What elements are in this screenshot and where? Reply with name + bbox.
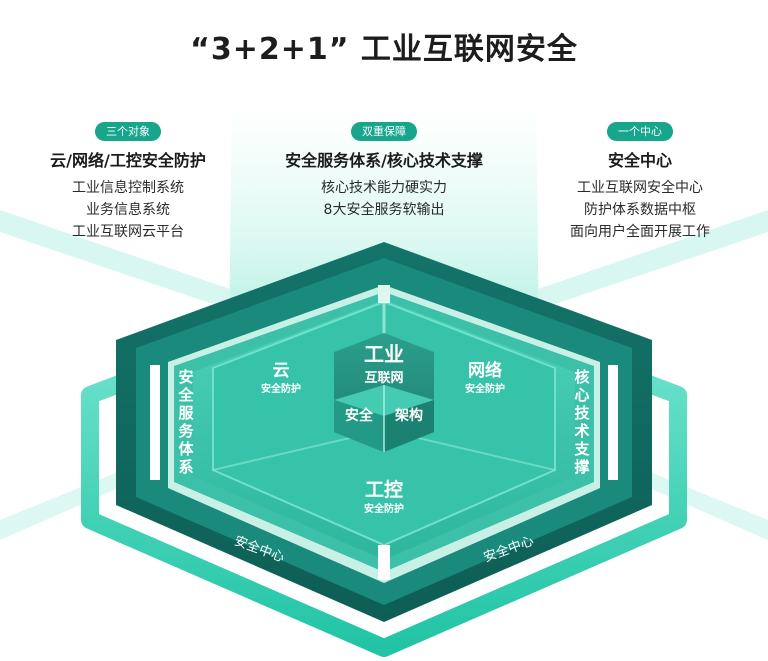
right-wall-char: 撑: [574, 458, 589, 476]
center-b-label: 架构: [394, 407, 423, 424]
cloud-sub-label: 安全防护: [261, 382, 301, 395]
column-line: 业务信息系统: [86, 202, 170, 218]
center-a-label: 安全: [345, 407, 374, 424]
left-wall-char: 服: [178, 404, 194, 422]
column-center: 一个中心 安全中心 工业互联网安全中心 防护体系数据中枢 面向用户全面开展工作: [512, 120, 768, 243]
tag-badge: 一个中心: [607, 122, 673, 141]
column-objects: 三个对象 云/网络/工控安全防护 工业信息控制系统 业务信息系统 工业互联网云平…: [0, 120, 256, 243]
column-line: 8大安全服务软输出: [323, 202, 445, 218]
column-line: 工业信息控制系统: [72, 180, 184, 196]
column-heading: 安全服务体系/核心技术支撑: [285, 151, 483, 170]
column-heading: 安全中心: [607, 151, 672, 170]
left-wall-char: 全: [177, 386, 194, 404]
tag-badge: 双重保障: [351, 122, 417, 141]
column-heading: 云/网络/工控安全防护: [50, 151, 206, 170]
right-wall-char: 核: [574, 368, 589, 386]
left-wall-char: 务: [178, 422, 194, 440]
right-wall-char: 心: [574, 386, 589, 404]
network-label: 网络: [468, 360, 502, 381]
network-sub-label: 安全防护: [465, 382, 505, 395]
left-wall-char: 系: [178, 458, 193, 476]
ics-sub-label: 安全防护: [364, 502, 404, 515]
outer-ring: [81, 276, 687, 657]
page-title: “3+2+1” 工业互联网安全: [190, 32, 578, 67]
right-wall-char: 技: [574, 404, 590, 422]
center-cube: [334, 333, 434, 452]
left-wall-char: 安: [178, 368, 193, 386]
ics-label: 工控: [365, 478, 403, 501]
right-wall-char: 术: [574, 422, 589, 440]
column-line: 面向用户全面开展工作: [570, 224, 710, 240]
center-sub-label: 互联网: [364, 371, 403, 386]
column-line: 核心技术能力硬实力: [321, 180, 447, 196]
tag-badge: 三个对象: [95, 122, 161, 141]
column-line: 工业互联网安全中心: [577, 180, 703, 196]
center-top-label: 工业: [364, 342, 404, 366]
left-wall-char: 体: [178, 440, 194, 458]
column-line: 工业互联网云平台: [72, 224, 184, 240]
cloud-label: 云: [273, 361, 290, 381]
column-guarantee: 双重保障 安全服务体系/核心技术支撑 核心技术能力硬实力 8大安全服务软输出: [256, 120, 512, 221]
column-line: 防护体系数据中枢: [584, 202, 696, 218]
right-wall-char: 支: [573, 440, 590, 458]
